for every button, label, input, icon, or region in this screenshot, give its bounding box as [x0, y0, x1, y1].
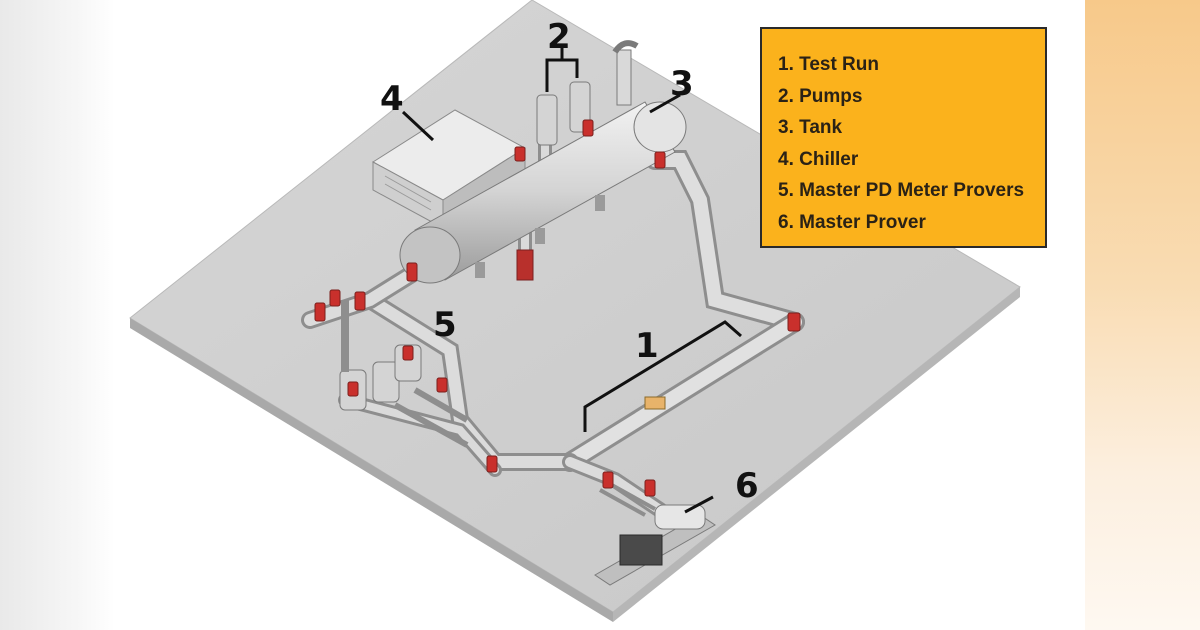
legend-item-tank: 3. Tank [778, 117, 843, 138]
piping-loop [301, 133, 805, 518]
master-pd-meter-provers [339, 300, 469, 448]
pumps-bracket [545, 48, 579, 92]
tank [399, 40, 687, 284]
master-prover-leader-line [684, 495, 714, 514]
legend-box: 1. Test Run 2. Pumps 3. Tank 4. Chiller … [760, 27, 1047, 248]
callout-test-run: 1 [635, 326, 659, 366]
callout-master-prover: 6 [735, 466, 759, 506]
left-side-band [0, 0, 115, 630]
floor-slab [129, 0, 1021, 622]
legend-item-test-run: 1. Test Run [778, 54, 879, 75]
test-run-bracket [583, 320, 742, 432]
right-side-band [1085, 0, 1200, 630]
legend-item-master-prover: 6. Master Prover [778, 211, 926, 233]
facility-diagram: 2 3 4 5 1 6 1. Test Run 2. Pumps 3. Tank… [115, 0, 1085, 630]
pumps [516, 81, 591, 281]
callout-master-pd-meter-provers: 5 [433, 305, 457, 345]
master-prover [594, 482, 716, 586]
callout-pumps: 2 [547, 17, 571, 57]
tank-leader-line [649, 93, 681, 114]
legend-item-chiller: 4. Chiller [778, 148, 859, 170]
chiller-leader-line [401, 110, 435, 142]
legend-item-master-pd-meter-provers: 5. Master PD Meter Provers [778, 180, 1025, 201]
facility-illustration: 2 3 4 5 1 6 [129, 0, 1021, 622]
legend-item-pumps: 2. Pumps [778, 85, 863, 107]
callout-tank: 3 [670, 64, 694, 104]
callout-chiller: 4 [380, 79, 404, 119]
flanges [314, 119, 801, 497]
